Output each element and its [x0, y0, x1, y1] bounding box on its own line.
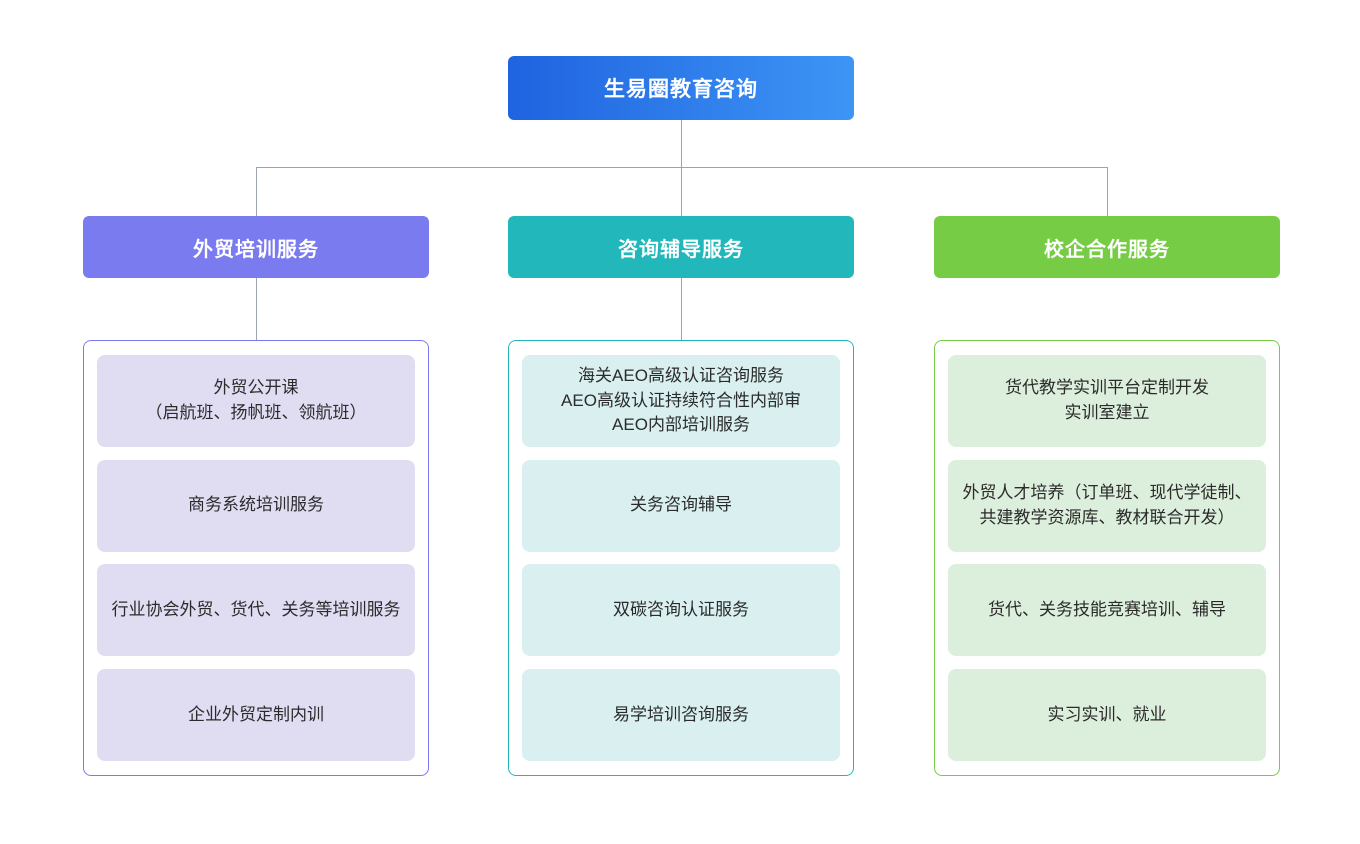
column-header-label-1: 咨询辅导服务: [618, 238, 744, 261]
service-card[interactable]: 外贸人才培养（订单班、现代学徒制、共建教学资源库、教材联合开发）: [948, 459, 1266, 552]
branch-column-0: 外贸培训服务 外贸公开课 （启航班、扬帆班、领航班） 商务系统培训服务 行业协会…: [83, 216, 429, 776]
connector-branch-left: [256, 167, 257, 216]
column-header-2[interactable]: 校企合作服务: [934, 216, 1280, 278]
branch-column-2: 校企合作服务 货代教学实训平台定制开发 实训室建立 外贸人才培养（订单班、现代学…: [934, 216, 1280, 776]
service-card[interactable]: 关务咨询辅导: [522, 459, 840, 552]
column-group-box-0: 外贸公开课 （启航班、扬帆班、领航班） 商务系统培训服务 行业协会外贸、货代、关…: [83, 340, 429, 776]
service-card[interactable]: 易学培训咨询服务: [522, 668, 840, 761]
column-header-1[interactable]: 咨询辅导服务: [508, 216, 854, 278]
connector-branch-middle: [681, 167, 682, 216]
connector-root-stem: [681, 120, 682, 168]
connector-stem-col-0: [256, 278, 257, 340]
service-card[interactable]: 货代、关务技能竞赛培训、辅导: [948, 564, 1266, 657]
column-header-label-0: 外贸培训服务: [193, 238, 319, 261]
connector-horizontal-bus: [256, 167, 1107, 168]
root-node[interactable]: 生易圈教育咨询: [508, 56, 854, 120]
column-header-label-2: 校企合作服务: [1044, 238, 1170, 261]
root-node-label: 生易圈教育咨询: [604, 78, 758, 101]
branch-column-1: 咨询辅导服务 海关AEO高级认证咨询服务 AEO高级认证持续符合性内部审 AEO…: [508, 216, 854, 776]
connector-stem-col-1: [681, 278, 682, 340]
service-card[interactable]: 双碳咨询认证服务: [522, 564, 840, 657]
column-group-box-2: 货代教学实训平台定制开发 实训室建立 外贸人才培养（订单班、现代学徒制、共建教学…: [934, 340, 1280, 776]
connector-branch-right: [1107, 167, 1108, 216]
service-card[interactable]: 企业外贸定制内训: [97, 668, 415, 761]
column-header-0[interactable]: 外贸培训服务: [83, 216, 429, 278]
service-card[interactable]: 商务系统培训服务: [97, 459, 415, 552]
service-card[interactable]: 行业协会外贸、货代、关务等培训服务: [97, 564, 415, 657]
service-card[interactable]: 海关AEO高级认证咨询服务 AEO高级认证持续符合性内部审 AEO内部培训服务: [522, 355, 840, 447]
service-card[interactable]: 实习实训、就业: [948, 668, 1266, 761]
service-card[interactable]: 外贸公开课 （启航班、扬帆班、领航班）: [97, 355, 415, 447]
column-group-box-1: 海关AEO高级认证咨询服务 AEO高级认证持续符合性内部审 AEO内部培训服务 …: [508, 340, 854, 776]
service-card[interactable]: 货代教学实训平台定制开发 实训室建立: [948, 355, 1266, 447]
